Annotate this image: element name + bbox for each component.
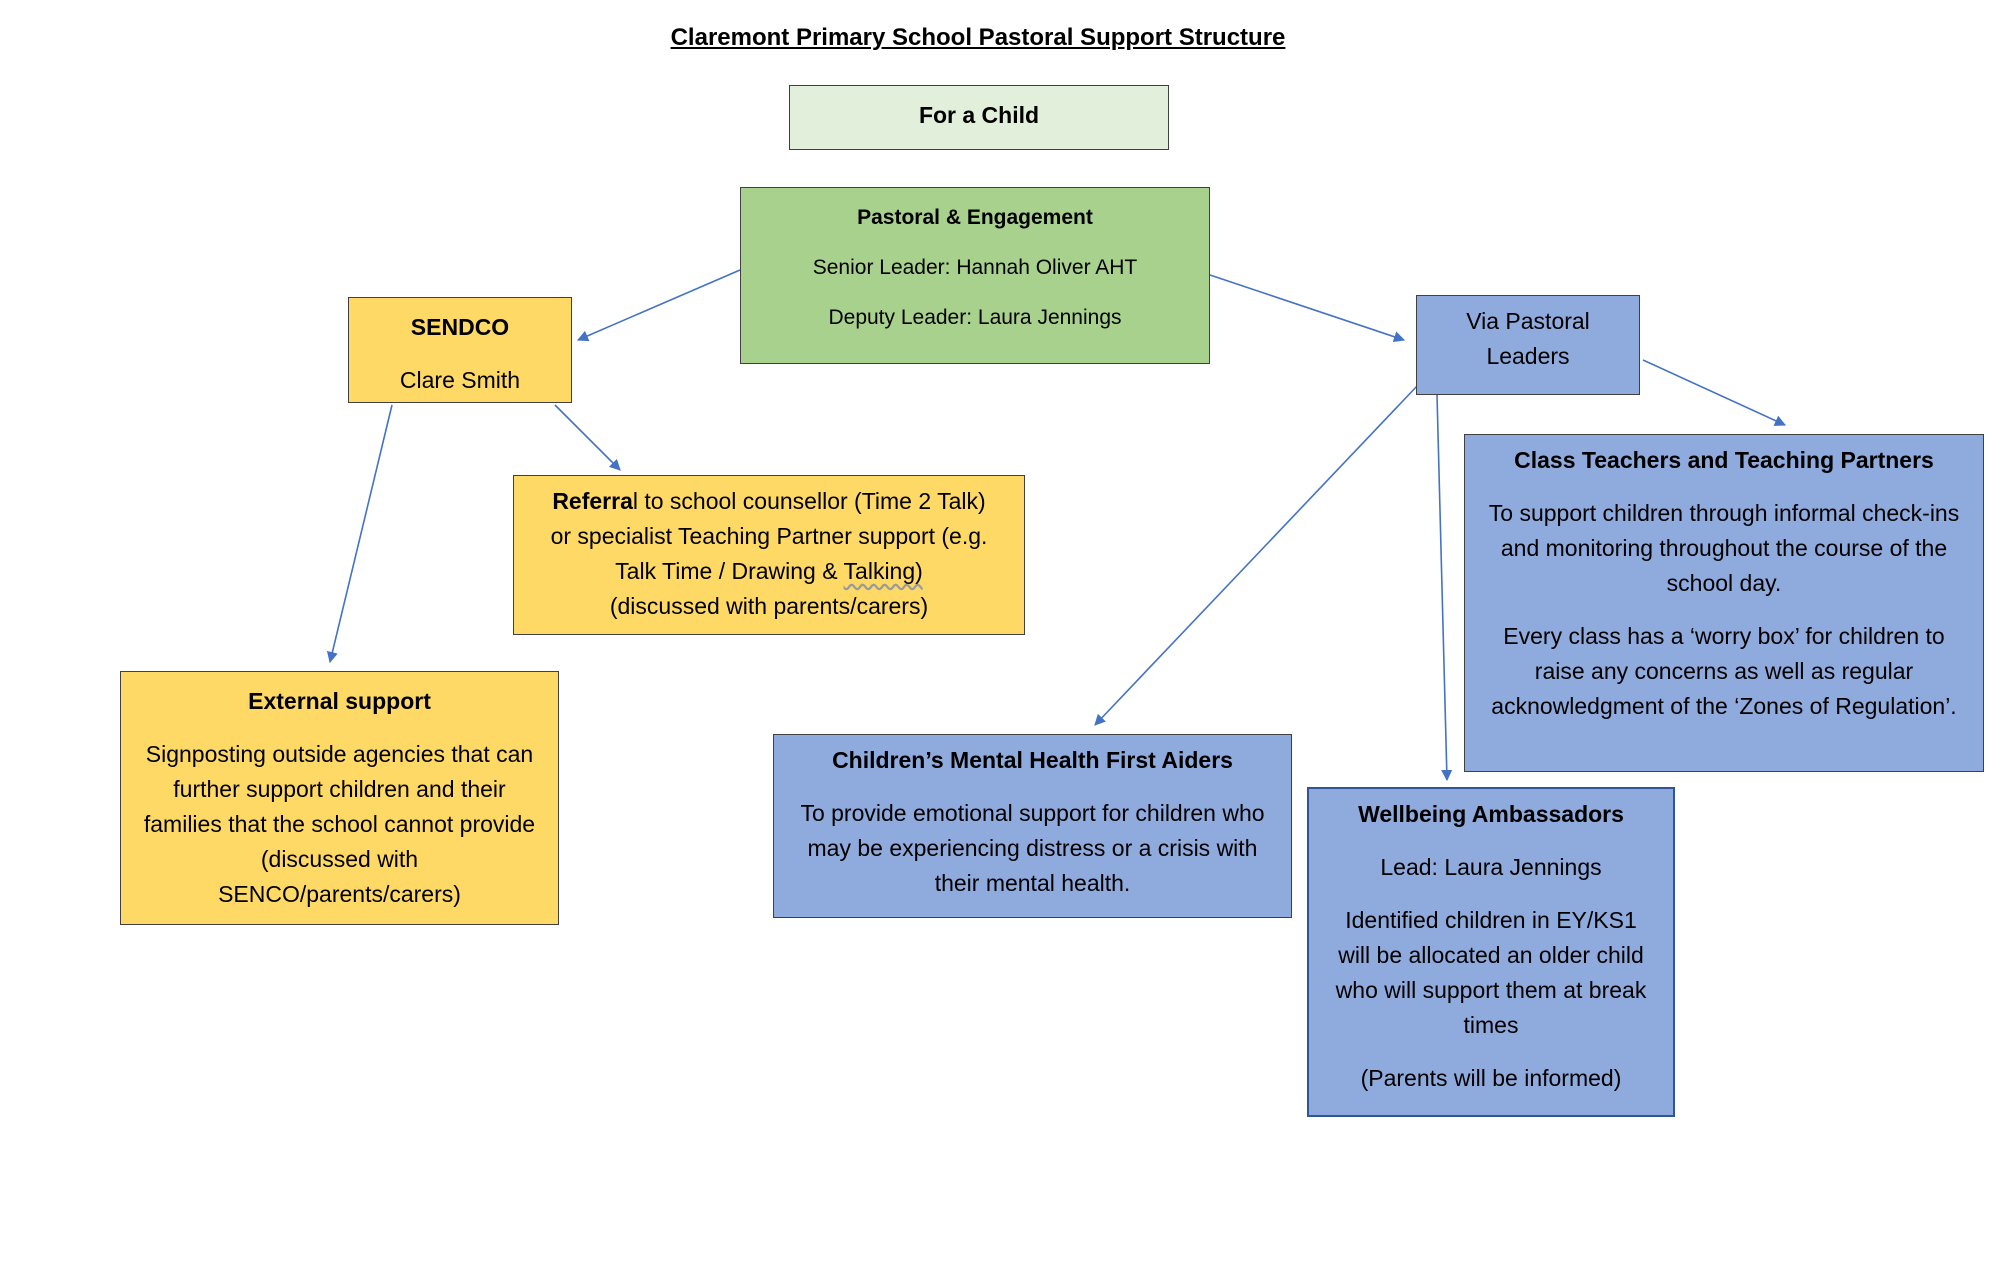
pastoral-engagement-title: Pastoral & Engagement <box>857 206 1093 229</box>
mental-health-title: Children’s Mental Health First Aiders <box>832 747 1233 773</box>
external-support-box: External support Signposting outside age… <box>120 671 559 925</box>
mental-health-text: To provide emotional support for childre… <box>800 800 1265 896</box>
referral-line-4: (discussed with parents/carers) <box>609 593 929 619</box>
class-teachers-box: Class Teachers and Teaching Partners To … <box>1464 434 1984 772</box>
mental-health-box: Children’s Mental Health First Aiders To… <box>773 734 1292 918</box>
arrow-via-pastoral-to-class-teachers <box>1642 359 1787 426</box>
sendco-box: SENDCO Clare Smith <box>348 297 572 403</box>
external-support-title: External support <box>248 688 431 714</box>
arrow-sendco-to-external <box>326 404 393 664</box>
external-support-text: Signposting outside agencies that can fu… <box>143 741 536 907</box>
wellbeing-lead-text: Lead: Laura Jennings <box>1380 854 1602 880</box>
sendco-title: SENDCO <box>410 314 510 340</box>
class-teachers-text-1: To support children through informal che… <box>1488 500 1960 596</box>
pastoral-engagement-box: Pastoral & Engagement Senior Leader: Han… <box>740 187 1210 364</box>
via-pastoral-leaders-box: Via Pastoral Leaders <box>1416 295 1640 395</box>
for-a-child-box: For a Child <box>789 85 1169 150</box>
referral-line-3-b: Talking) <box>843 558 923 584</box>
arrow-pastoral-to-sendco <box>576 269 741 342</box>
via-pastoral-leaders-text: Via Pastoral Leaders <box>1466 308 1590 369</box>
wellbeing-description: Identified children in EY/KS1 will be al… <box>1335 907 1647 1038</box>
senior-leader-text: Senior Leader: Hannah Oliver AHT <box>812 256 1138 279</box>
referral-bold-text: Referra <box>552 488 633 514</box>
wellbeing-ambassadors-box: Wellbeing Ambassadors Lead: Laura Jennin… <box>1307 787 1675 1117</box>
sendco-name: Clare Smith <box>399 367 521 393</box>
arrow-via-pastoral-to-wellbeing <box>1436 394 1453 782</box>
referral-text: l to school counsellor (Time 2 Talk) <box>632 488 986 514</box>
referral-line-3: Talk Time / Drawing & Talking) <box>522 554 1016 589</box>
arrow-pastoral-to-via-pastoral <box>1209 274 1406 343</box>
wellbeing-note: (Parents will be informed) <box>1360 1065 1622 1091</box>
class-teachers-title: Class Teachers and Teaching Partners <box>1514 447 1934 473</box>
referral-line-2: or specialist Teaching Partner support (… <box>550 523 988 549</box>
arrow-sendco-to-referral <box>554 404 621 471</box>
referral-box: Referral to school counsellor (Time 2 Ta… <box>513 475 1025 635</box>
arrow-via-pastoral-to-mental-health <box>1094 384 1419 726</box>
referral-line-3-a: Talk Time / Drawing & <box>615 558 844 584</box>
for-a-child-title: For a Child <box>918 102 1040 128</box>
deputy-leader-text: Deputy Leader: Laura Jennings <box>828 306 1122 329</box>
referral-line-1: Referral to school counsellor (Time 2 Ta… <box>522 484 1016 519</box>
wellbeing-ambassadors-title: Wellbeing Ambassadors <box>1358 801 1624 827</box>
class-teachers-text-2: Every class has a ‘worry box’ for childr… <box>1491 623 1957 719</box>
page-title: Claremont Primary School Pastoral Suppor… <box>670 24 1286 51</box>
